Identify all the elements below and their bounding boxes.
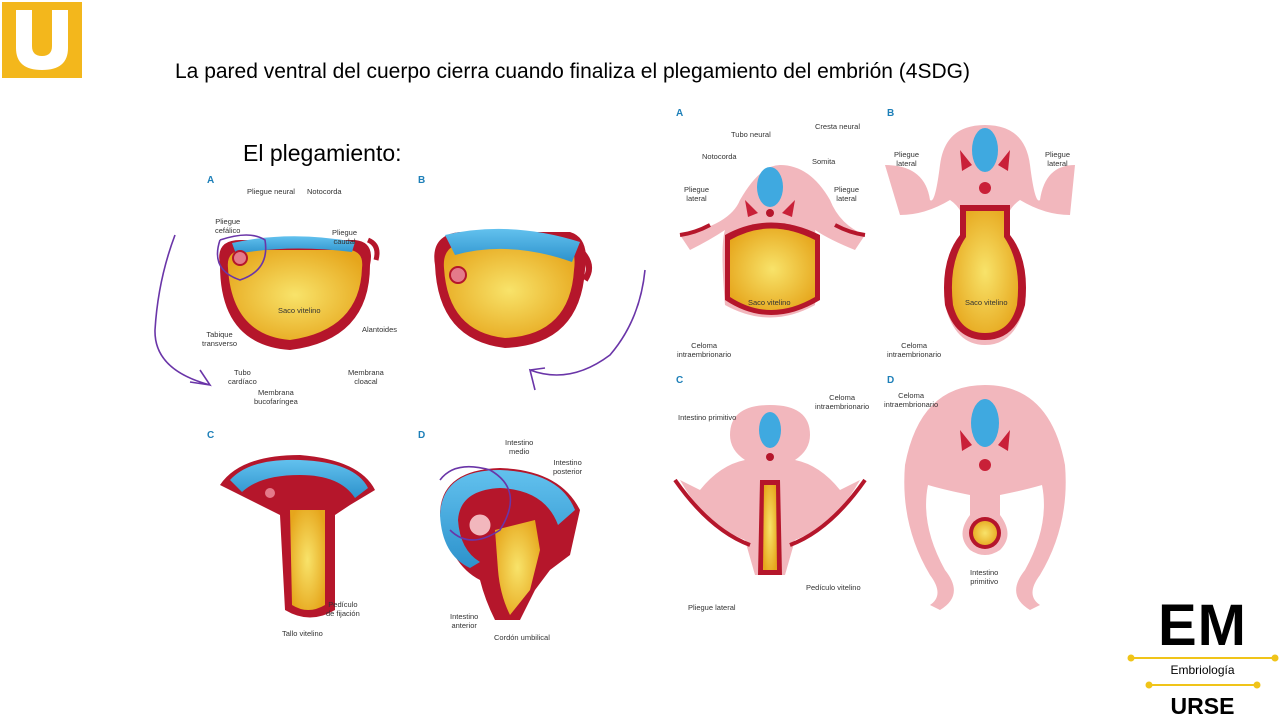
panel-d-embryo bbox=[440, 468, 580, 620]
label-intestino-primitivo-d: Intestino primitivo bbox=[970, 568, 999, 586]
label-saco-vitelino-right-a: Saco vitelino bbox=[748, 298, 791, 307]
label-pliegue-lateral-b-left: Pliegue lateral bbox=[894, 150, 920, 168]
panel-c-embryo bbox=[220, 455, 375, 618]
label-tabique-transverso: Tabique transverso bbox=[202, 330, 238, 348]
label-cordon-umbilical: Cordón umbilical bbox=[494, 633, 550, 642]
label-tubo-cardiaco: Tubo cardíaco bbox=[228, 368, 257, 386]
label-pediculo-vitelino: Pedículo vitelino bbox=[806, 583, 861, 592]
panel-b-cross-section bbox=[885, 125, 1075, 345]
brand-subject: Embriología bbox=[1170, 663, 1235, 677]
panel-letter-b-left: B bbox=[418, 175, 426, 186]
panel-letter-a-right: A bbox=[676, 108, 684, 119]
label-pliegue-lateral-b-right: Pliegue lateral bbox=[1045, 150, 1071, 168]
label-pliegue-lateral-c: Pliegue lateral bbox=[688, 603, 736, 612]
panel-letter-c-left: C bbox=[207, 430, 215, 441]
label-somita: Somita bbox=[812, 157, 836, 166]
label-saco-vitelino-right-b: Saco vitelino bbox=[965, 298, 1008, 307]
u-logo bbox=[2, 2, 82, 78]
label-membrana-bucofaringea: Membrana bucofaríngea bbox=[254, 388, 298, 406]
brand-divider-bottom bbox=[1145, 681, 1261, 689]
panel-letter-d-left: D bbox=[418, 430, 426, 441]
label-tubo-neural: Tubo neural bbox=[731, 130, 771, 139]
label-intestino-posterior: Intestino posterior bbox=[553, 458, 583, 476]
section-subtitle: El plegamiento: bbox=[243, 140, 402, 166]
label-pliegue-cefalico: Pliegue cefálico bbox=[215, 217, 241, 235]
panel-letter-a-left: A bbox=[207, 175, 215, 186]
label-celoma-d: Celoma intraembrionario bbox=[884, 391, 939, 409]
label-pediculo-fijacion: Pedículo de fijación bbox=[326, 600, 360, 618]
slide-title: La pared ventral del cuerpo cierra cuand… bbox=[175, 60, 970, 83]
panel-d-cross-section bbox=[904, 385, 1066, 610]
brand-block: EM Embriología URSE bbox=[1125, 595, 1280, 720]
label-saco-vitelino-a: Saco vitelino bbox=[278, 306, 321, 315]
panel-letter-d-right: D bbox=[887, 375, 895, 386]
label-intestino-primitivo-c: Intestino primitivo bbox=[678, 413, 737, 422]
label-celoma-c: Celoma intraembrionario bbox=[815, 393, 870, 411]
brand-institution: URSE bbox=[1170, 693, 1235, 719]
label-alantoides: Alantoides bbox=[362, 325, 398, 334]
panel-b-embryo bbox=[434, 228, 592, 348]
label-notocorda-right: Notocorda bbox=[702, 152, 737, 161]
panel-a-cross-section bbox=[679, 165, 866, 318]
panel-letter-b-right: B bbox=[887, 108, 895, 119]
panel-letter-c-right: C bbox=[676, 375, 684, 386]
sagittal-folding-diagram bbox=[154, 228, 646, 620]
panel-a-embryo bbox=[219, 236, 380, 350]
label-celoma-b: Celoma intraembrionario bbox=[887, 341, 942, 359]
label-cresta-neural: Cresta neural bbox=[815, 122, 861, 131]
label-celoma-a: Celoma intraembrionario bbox=[677, 341, 732, 359]
label-tallo-vitelino: Tallo vitelino bbox=[282, 629, 323, 638]
panel-c-cross-section bbox=[673, 405, 867, 575]
label-notocorda: Notocorda bbox=[307, 187, 342, 196]
transverse-folding-diagram bbox=[673, 125, 1075, 610]
label-intestino-anterior: Intestino anterior bbox=[450, 612, 479, 630]
pen-annotation bbox=[154, 234, 646, 541]
label-pliegue-lateral-a-right: Pliegue lateral bbox=[834, 185, 860, 203]
label-pliegue-caudal: Pliegue caudal bbox=[332, 228, 358, 246]
label-intestino-medio: Intestino medio bbox=[505, 438, 534, 456]
brand-divider-top bbox=[1127, 654, 1279, 662]
label-pliegue-neural: Pliegue neural bbox=[247, 187, 295, 196]
label-pliegue-lateral-a-left: Pliegue lateral bbox=[684, 185, 710, 203]
label-membrana-cloacal: Membrana cloacal bbox=[348, 368, 384, 386]
brand-initials: EM bbox=[1158, 593, 1247, 658]
